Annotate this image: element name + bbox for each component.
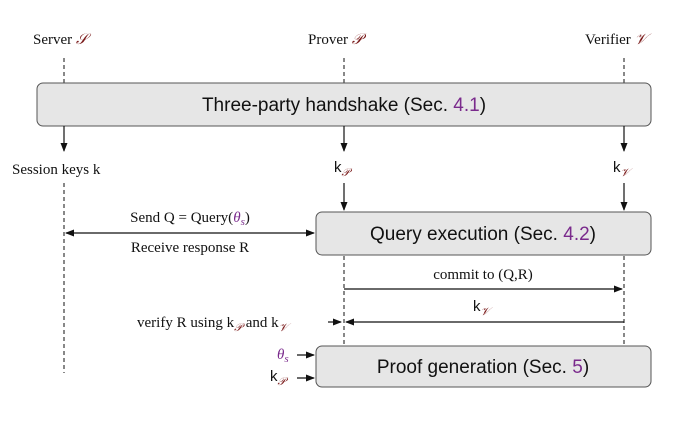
verify-label: verify R using k𝒫 and k𝒱: [137, 315, 292, 334]
session-keys-label: Session keys k: [12, 162, 101, 178]
party-server: Server 𝒮: [33, 30, 92, 48]
prover-key-input-label: k𝒫: [270, 368, 289, 388]
verifier-key-reveal-label: k𝒱: [473, 298, 494, 318]
prover-key-label: k𝒫: [334, 159, 353, 179]
receive-response-label: Receive response R: [131, 240, 249, 256]
query-title: Query execution (Sec. 4.2): [370, 224, 596, 245]
commit-label: commit to (Q,R): [433, 267, 533, 283]
proof-title: Proof generation (Sec. 5): [377, 357, 589, 378]
theta-input-label: θs: [277, 347, 289, 365]
query-box: [315, 211, 652, 256]
proof-box: [315, 345, 652, 388]
verifier-key-label: k𝒱: [613, 159, 634, 179]
send-query-label: Send Q = Query(θs): [130, 210, 250, 228]
handshake-title: Three-party handshake (Sec. 4.1): [202, 95, 486, 116]
lifelines: [63, 58, 625, 373]
party-prover: Prover 𝒫: [308, 30, 367, 48]
party-verifier: Verifier 𝒱: [585, 30, 652, 48]
